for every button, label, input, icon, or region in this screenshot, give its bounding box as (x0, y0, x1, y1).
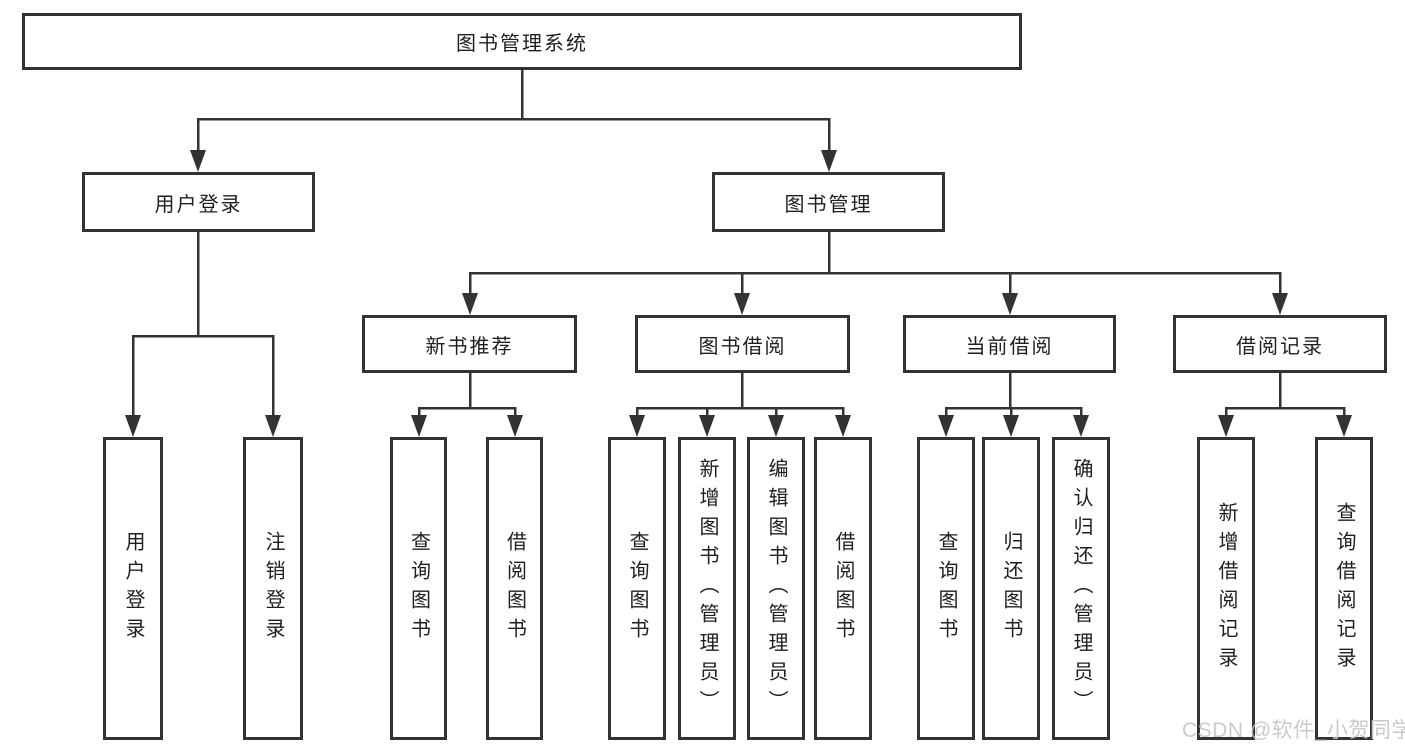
leaf-edit-book-admin: 编辑图书（管理员） (747, 437, 805, 740)
leaf-query-book-recommend: 查询图书 (390, 437, 447, 740)
leaf-borrow-book-recommend: 借阅图书 (486, 437, 543, 740)
leaf-label: 查询借阅记录 (1333, 501, 1355, 676)
leaf-label: 新增借阅记录 (1215, 501, 1237, 676)
node-user-login: 用户登录 (82, 172, 315, 232)
leaf-label: 编辑图书（管理员） (765, 458, 787, 719)
leaf-label: 查询图书 (626, 530, 648, 647)
leaf-label: 借阅图书 (832, 530, 854, 647)
leaf-label: 新增图书（管理员） (696, 458, 718, 719)
leaf-add-borrow-record: 新增借阅记录 (1197, 437, 1255, 740)
leaf-query-book-borrow: 查询图书 (608, 437, 666, 740)
node-book-management: 图书管理 (712, 172, 945, 232)
leaf-label: 借阅图书 (503, 530, 526, 647)
leaf-query-borrow-record: 查询借阅记录 (1315, 437, 1373, 740)
leaf-label: 注销登录 (262, 530, 284, 647)
leaf-add-book-admin: 新增图书（管理员） (678, 437, 736, 740)
leaf-query-book-current: 查询图书 (917, 437, 975, 740)
node-library-management-system: 图书管理系统 (22, 13, 1022, 70)
leaf-user-login: 用户登录 (103, 437, 163, 740)
leaf-borrow-book: 借阅图书 (814, 437, 872, 740)
node-borrow-record: 借阅记录 (1173, 315, 1387, 373)
node-new-book-recommend: 新书推荐 (362, 315, 577, 373)
node-book-borrow: 图书借阅 (635, 315, 850, 373)
leaf-label: 查询图书 (935, 530, 957, 647)
leaf-label: 确认归还（管理员） (1070, 458, 1092, 719)
leaf-label: 用户登录 (122, 530, 144, 647)
connector-segments (131, 70, 1346, 418)
arrowhead-icons (125, 150, 1352, 437)
watermark: CSDN @软件_小贺同学 (1182, 719, 1405, 742)
leaf-label: 归还图书 (1000, 530, 1022, 647)
leaf-return-book: 归还图书 (982, 437, 1040, 740)
leaf-logout: 注销登录 (243, 437, 303, 740)
leaf-confirm-return-admin: 确认归还（管理员） (1052, 437, 1110, 740)
leaf-label: 查询图书 (407, 530, 430, 647)
node-current-borrow: 当前借阅 (903, 315, 1116, 373)
